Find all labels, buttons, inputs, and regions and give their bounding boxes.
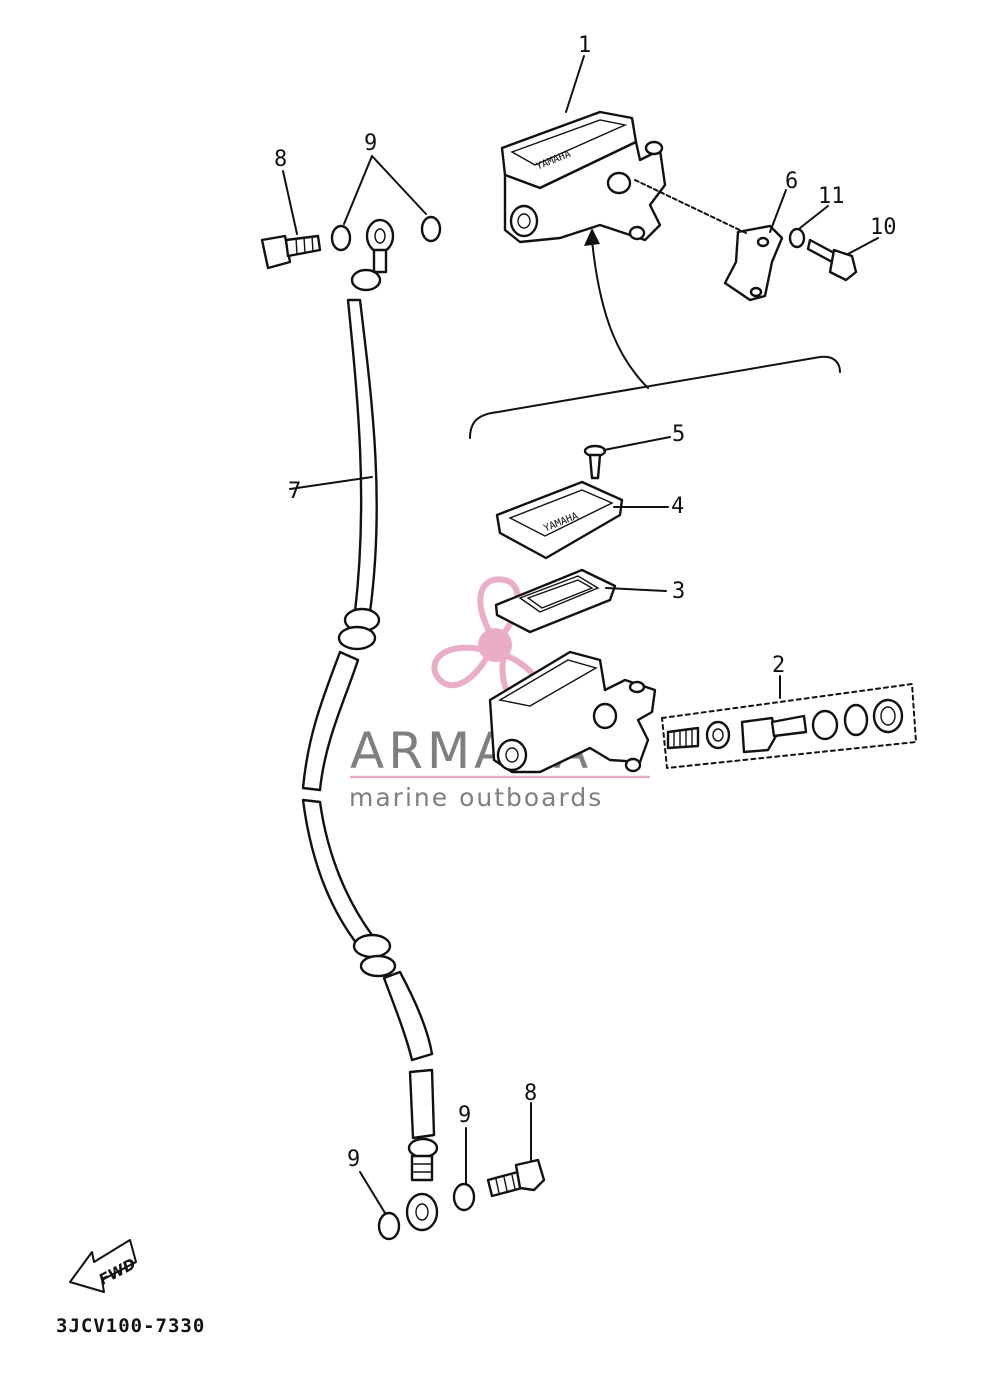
callout-3: 3: [672, 579, 685, 604]
callout-8-bottom: 8: [524, 1081, 537, 1106]
callout-11: 11: [818, 184, 845, 209]
washer-9-bottom-a: [452, 1182, 476, 1212]
callout-9-bottom-a: 9: [458, 1103, 471, 1128]
callout-2: 2: [772, 653, 785, 678]
master-cylinder-assembled: YAMAHA: [500, 110, 667, 244]
callout-9-top: 9: [364, 131, 377, 156]
screw-5: [583, 444, 607, 480]
master-cylinder-body: [488, 650, 657, 774]
callout-5: 5: [672, 422, 685, 447]
union-bolt-8-bottom: [486, 1158, 546, 1198]
callout-9-bottom-b: 9: [347, 1147, 360, 1172]
callout-10: 10: [870, 215, 897, 240]
callout-8-top: 8: [274, 147, 287, 172]
brake-hose-7: [301, 218, 439, 1232]
washer-9-top-a: [330, 224, 352, 252]
watermark-tagline: marine outboards: [349, 783, 603, 812]
diagram-code: 3JCV100-7330: [56, 1315, 205, 1337]
fwd-label: FWD: [96, 1255, 139, 1289]
callout-1: 1: [578, 33, 591, 58]
bolt-10: [806, 238, 858, 282]
washer-11: [788, 227, 806, 249]
washer-9-bottom-b: [377, 1211, 401, 1241]
clamp-holder: [723, 224, 784, 302]
reservoir-cap-4: YAMAHA: [495, 480, 624, 560]
leader-lines: [282, 55, 879, 1214]
callout-4: 4: [671, 494, 684, 519]
piston-kit-2: [661, 683, 917, 769]
callout-numbers: 1 2 3 4 5 6 7 8 9 10 11 8 9 9: [274, 33, 897, 1172]
washer-9-top-b: [420, 215, 442, 243]
fwd-arrow-icon: FWD: [69, 1239, 139, 1293]
diaphragm-3: [494, 568, 617, 634]
callout-6: 6: [785, 169, 798, 194]
armada-watermark: ARMADA marine outboards: [349, 576, 650, 812]
union-bolt-8-top: [260, 234, 322, 270]
callout-7: 7: [288, 479, 301, 504]
